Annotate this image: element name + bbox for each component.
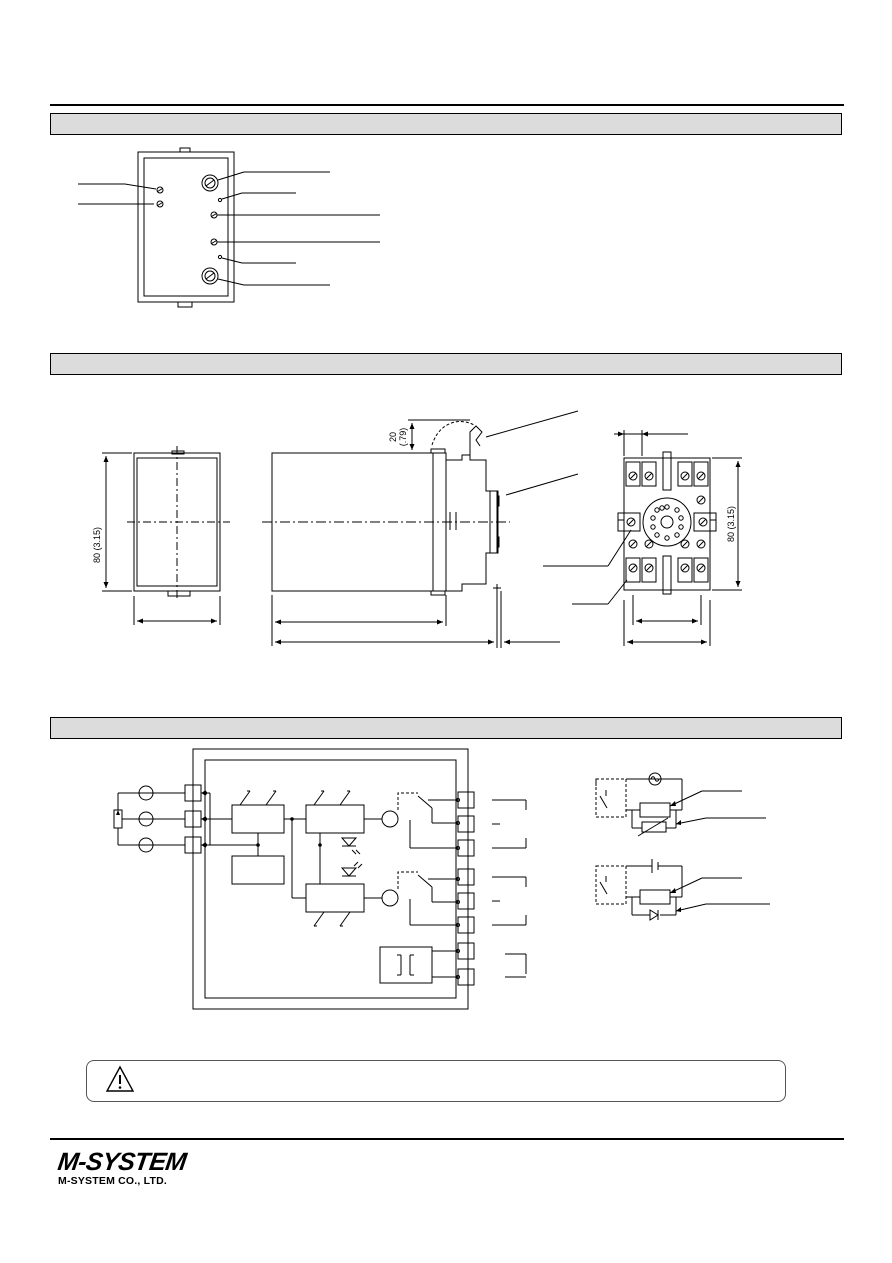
warning-box	[86, 1060, 786, 1102]
din-clearance-dimension: 20	[388, 432, 398, 442]
logo-mark: M-SYSTEM	[56, 1148, 188, 1176]
socket-height-dimension: 80 (3.15)	[726, 506, 736, 542]
block-diagram-drawing	[113, 748, 770, 1010]
section-bar-dimensions	[50, 353, 842, 375]
dimensions-drawing: 80 (3.15) 20 (.79) 80 (3.15)	[92, 410, 742, 648]
bottom-rule	[50, 1138, 844, 1140]
din-clearance-inch-dimension: (.79)	[398, 428, 408, 447]
top-rule	[50, 104, 844, 106]
section-bar-front-panel	[50, 113, 842, 135]
section-bar-block-diagram	[50, 717, 842, 739]
warning-triangle-icon	[105, 1065, 135, 1092]
front-height-dimension: 80 (3.15)	[92, 527, 102, 563]
front-panel-drawing	[78, 147, 380, 308]
company-name: M-SYSTEM CO., LTD.	[58, 1175, 167, 1187]
company-logo: M-SYSTEM M-SYSTEM CO., LTD.	[56, 1148, 188, 1187]
